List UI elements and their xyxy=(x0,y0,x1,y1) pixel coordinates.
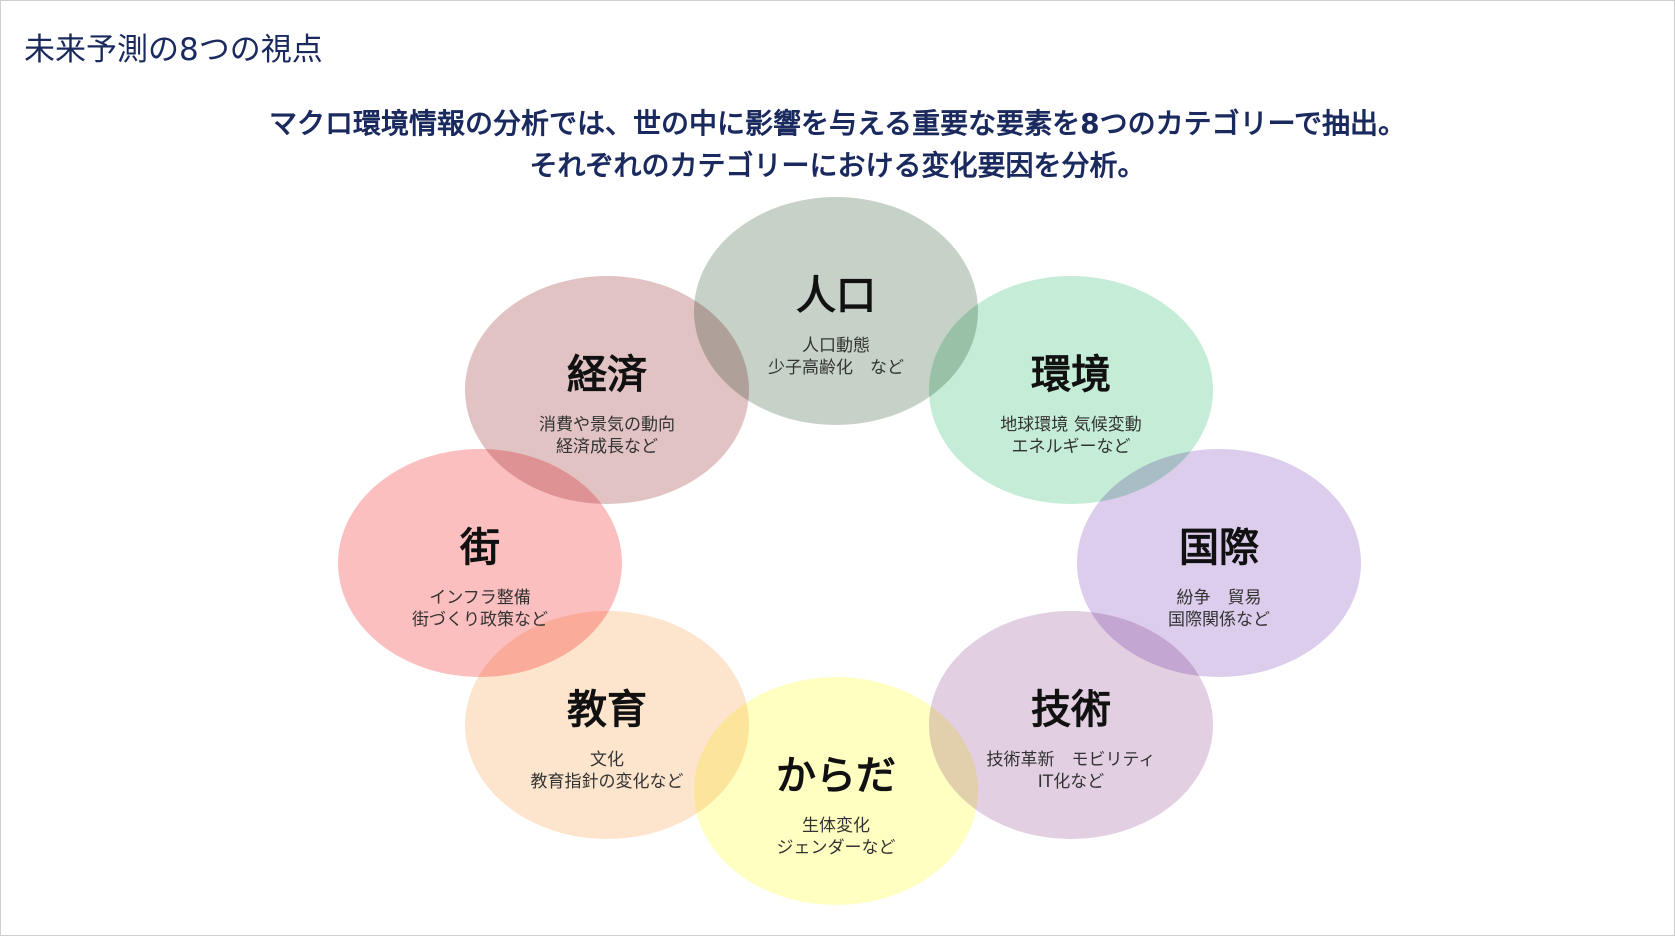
subtitle-line-2: それぞれのカテゴリーにおける変化要因を分析。 xyxy=(529,149,1146,182)
circle-economy xyxy=(465,276,749,504)
subtitle-line-1: マクロ環境情報の分析では、世の中に影響を与える重要な要素を8つのカテゴリーで抽出… xyxy=(269,107,1406,140)
category-education: 教育文化 教育指針の変化など xyxy=(465,611,749,839)
category-label: 技術 xyxy=(1031,687,1111,733)
category-technology: 技術技術革新 モビリティ IT化など xyxy=(929,611,1213,839)
category-international: 国際紛争 貿易 国際関係など xyxy=(1077,449,1361,677)
category-label: 街 xyxy=(460,525,500,571)
category-description: 人口動態 少子高齢化 など xyxy=(768,336,904,378)
category-description: 消費や景気の動向 経済成長など xyxy=(539,415,675,457)
category-description: 地球環境 気候変動 エネルギーなど xyxy=(1000,415,1142,457)
category-economy: 経済消費や景気の動向 経済成長など xyxy=(465,276,749,504)
category-label: 環境 xyxy=(1031,352,1111,398)
category-label: 経済 xyxy=(567,352,647,398)
category-body: からだ生体変化 ジェンダーなど xyxy=(694,677,978,905)
category-environment: 環境地球環境 気候変動 エネルギーなど xyxy=(929,276,1213,504)
category-description: 技術革新 モビリティ IT化など xyxy=(986,750,1156,792)
category-town: 街インフラ整備 街づくり政策など xyxy=(338,449,622,677)
category-description: インフラ整備 街づくり政策など xyxy=(412,588,548,630)
category-label: 人口 xyxy=(796,273,876,319)
category-label: 国際 xyxy=(1179,525,1259,571)
category-description: 生体変化 ジェンダーなど xyxy=(776,816,896,858)
category-population: 人口人口動態 少子高齢化 など xyxy=(694,197,978,425)
category-description: 紛争 貿易 国際関係など xyxy=(1168,588,1270,630)
category-label: からだ xyxy=(776,753,896,799)
category-description: 文化 教育指針の変化など xyxy=(530,750,684,792)
category-label: 教育 xyxy=(567,687,647,733)
slide-title: 未来予測の8つの視点 xyxy=(24,32,323,68)
